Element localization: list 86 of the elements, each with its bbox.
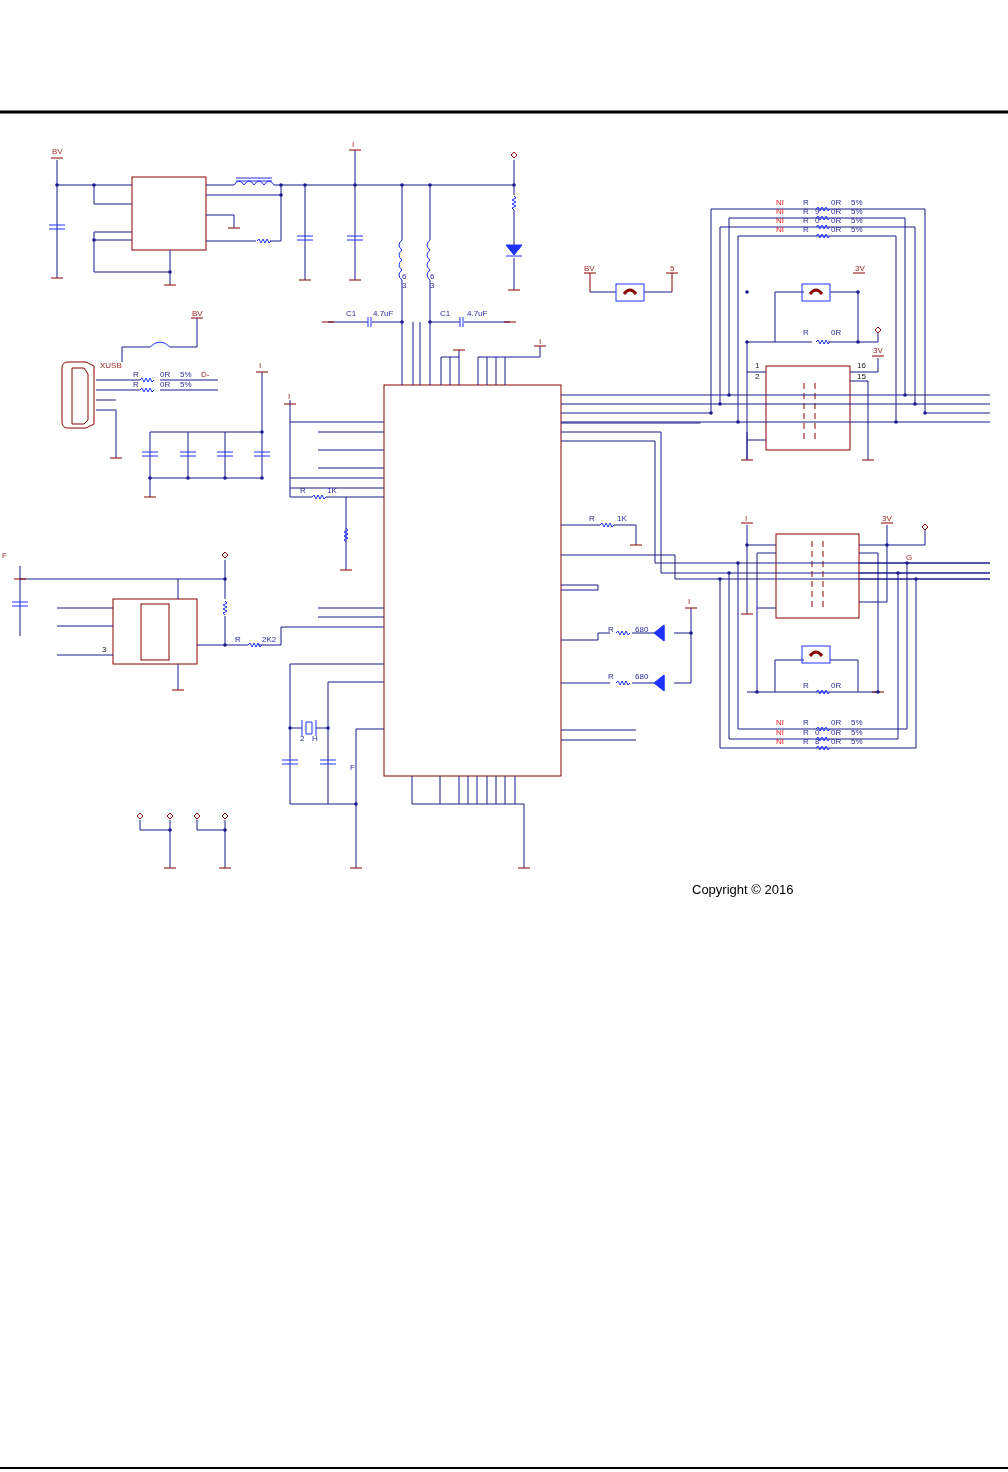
schematic-label: 2 bbox=[755, 373, 760, 381]
schematic-label: NI bbox=[776, 199, 784, 207]
schematic-label: R bbox=[803, 199, 809, 207]
schematic-label: 0R bbox=[831, 208, 842, 216]
schematic-label: 0 bbox=[815, 217, 820, 225]
schematic-label: 5 bbox=[670, 265, 675, 273]
schematic-label: NI bbox=[776, 208, 784, 216]
schematic-label: R bbox=[803, 208, 809, 216]
schematic-label: 4.7uF bbox=[467, 310, 488, 318]
schematic-label: 5% bbox=[180, 371, 192, 379]
schematic-label: I bbox=[688, 598, 691, 606]
schematic-label: 1K bbox=[327, 487, 337, 495]
schematic-label: 0R bbox=[831, 217, 842, 225]
schematic-label: 0R bbox=[831, 729, 842, 737]
schematic-label: 1K bbox=[617, 515, 627, 523]
schematic-label: R bbox=[803, 738, 809, 746]
schematic-label: 0R bbox=[160, 381, 171, 389]
schematic-label: 3V bbox=[882, 515, 892, 523]
schematic-label: 680 bbox=[635, 673, 649, 681]
schematic-label: I bbox=[745, 515, 748, 523]
schematic-label: 9 bbox=[815, 208, 820, 216]
schematic-label: R bbox=[133, 371, 139, 379]
schematic-label: NI bbox=[776, 217, 784, 225]
schematic-label: 6 bbox=[402, 273, 407, 281]
copyright-note: Copyright © 2016 bbox=[692, 883, 794, 896]
schematic-label: H bbox=[312, 735, 318, 743]
schematic-label: 0R bbox=[160, 371, 171, 379]
schematic-label: R bbox=[589, 515, 595, 523]
schematic-label: I bbox=[288, 393, 291, 401]
schematic-label: BV bbox=[52, 148, 63, 156]
schematic-label: 0R bbox=[831, 719, 842, 727]
schematic-label: 5% bbox=[851, 738, 863, 746]
schematic-label: R bbox=[608, 673, 614, 681]
schematic-label: F bbox=[350, 764, 355, 772]
schematic-label: NI bbox=[776, 738, 784, 746]
schematic-label: 0R bbox=[831, 682, 842, 690]
schematic-label: 1 bbox=[755, 362, 760, 370]
schematic-label: C1 bbox=[440, 310, 451, 318]
schematic-label: R bbox=[235, 636, 241, 644]
schematic-label: I bbox=[352, 141, 355, 149]
schematic-label: I bbox=[539, 338, 542, 346]
schematic-label: R bbox=[803, 217, 809, 225]
schematic-label: D- bbox=[201, 371, 210, 379]
schematic-label: R bbox=[608, 626, 614, 634]
schematic-label: 2K2 bbox=[262, 636, 277, 644]
schematic-label: 3 bbox=[402, 282, 407, 290]
schematic-label: NI bbox=[776, 719, 784, 727]
schematic-label: 8 bbox=[815, 738, 820, 746]
schematic-label: XUSB bbox=[100, 362, 122, 370]
schematic-label: 5% bbox=[851, 226, 863, 234]
schematic-label: BV bbox=[584, 265, 595, 273]
schematic-label: BV bbox=[192, 310, 203, 318]
schematic-label: 15 bbox=[857, 373, 866, 381]
schematic-label: 0R bbox=[831, 199, 842, 207]
schematic-label: 680 bbox=[635, 626, 649, 634]
schematic-label: 5% bbox=[851, 729, 863, 737]
schematic-label: 16 bbox=[857, 362, 866, 370]
schematic-label: C1 bbox=[346, 310, 357, 318]
schematic-label: 0R bbox=[831, 226, 842, 234]
schematic-label: 3 bbox=[430, 282, 435, 290]
schematic-label: 5% bbox=[851, 199, 863, 207]
schematic-label: 3V bbox=[855, 265, 865, 273]
schematic-label: G bbox=[906, 554, 913, 562]
schematic-label: R bbox=[133, 381, 139, 389]
schematic-label: 2 bbox=[300, 735, 305, 743]
schematic-label: 5% bbox=[851, 208, 863, 216]
schematic-label: NI bbox=[776, 729, 784, 737]
schematic-label: R bbox=[803, 682, 809, 690]
schematic-label: 4.7uF bbox=[373, 310, 394, 318]
schematic-label: R bbox=[803, 719, 809, 727]
schematic-label: 6 bbox=[430, 273, 435, 281]
schematic-label: I bbox=[259, 362, 262, 370]
schematic-label: R bbox=[803, 329, 809, 337]
schematic-label: 3 bbox=[102, 646, 107, 654]
schematic-label: R bbox=[300, 487, 306, 495]
schematic-label: 0 bbox=[815, 729, 820, 737]
schematic-label: 0R bbox=[831, 738, 842, 746]
schematic-label: F bbox=[2, 552, 7, 560]
schematic-label: 3V bbox=[873, 347, 883, 355]
schematic-label: NI bbox=[776, 226, 784, 234]
schematic-label: 5% bbox=[180, 381, 192, 389]
schematic-label: 5% bbox=[851, 719, 863, 727]
schematic-label: 5% bbox=[851, 217, 863, 225]
schematic-label: 0R bbox=[831, 329, 842, 337]
schematic-label: R bbox=[803, 226, 809, 234]
schematic-label: R bbox=[803, 729, 809, 737]
